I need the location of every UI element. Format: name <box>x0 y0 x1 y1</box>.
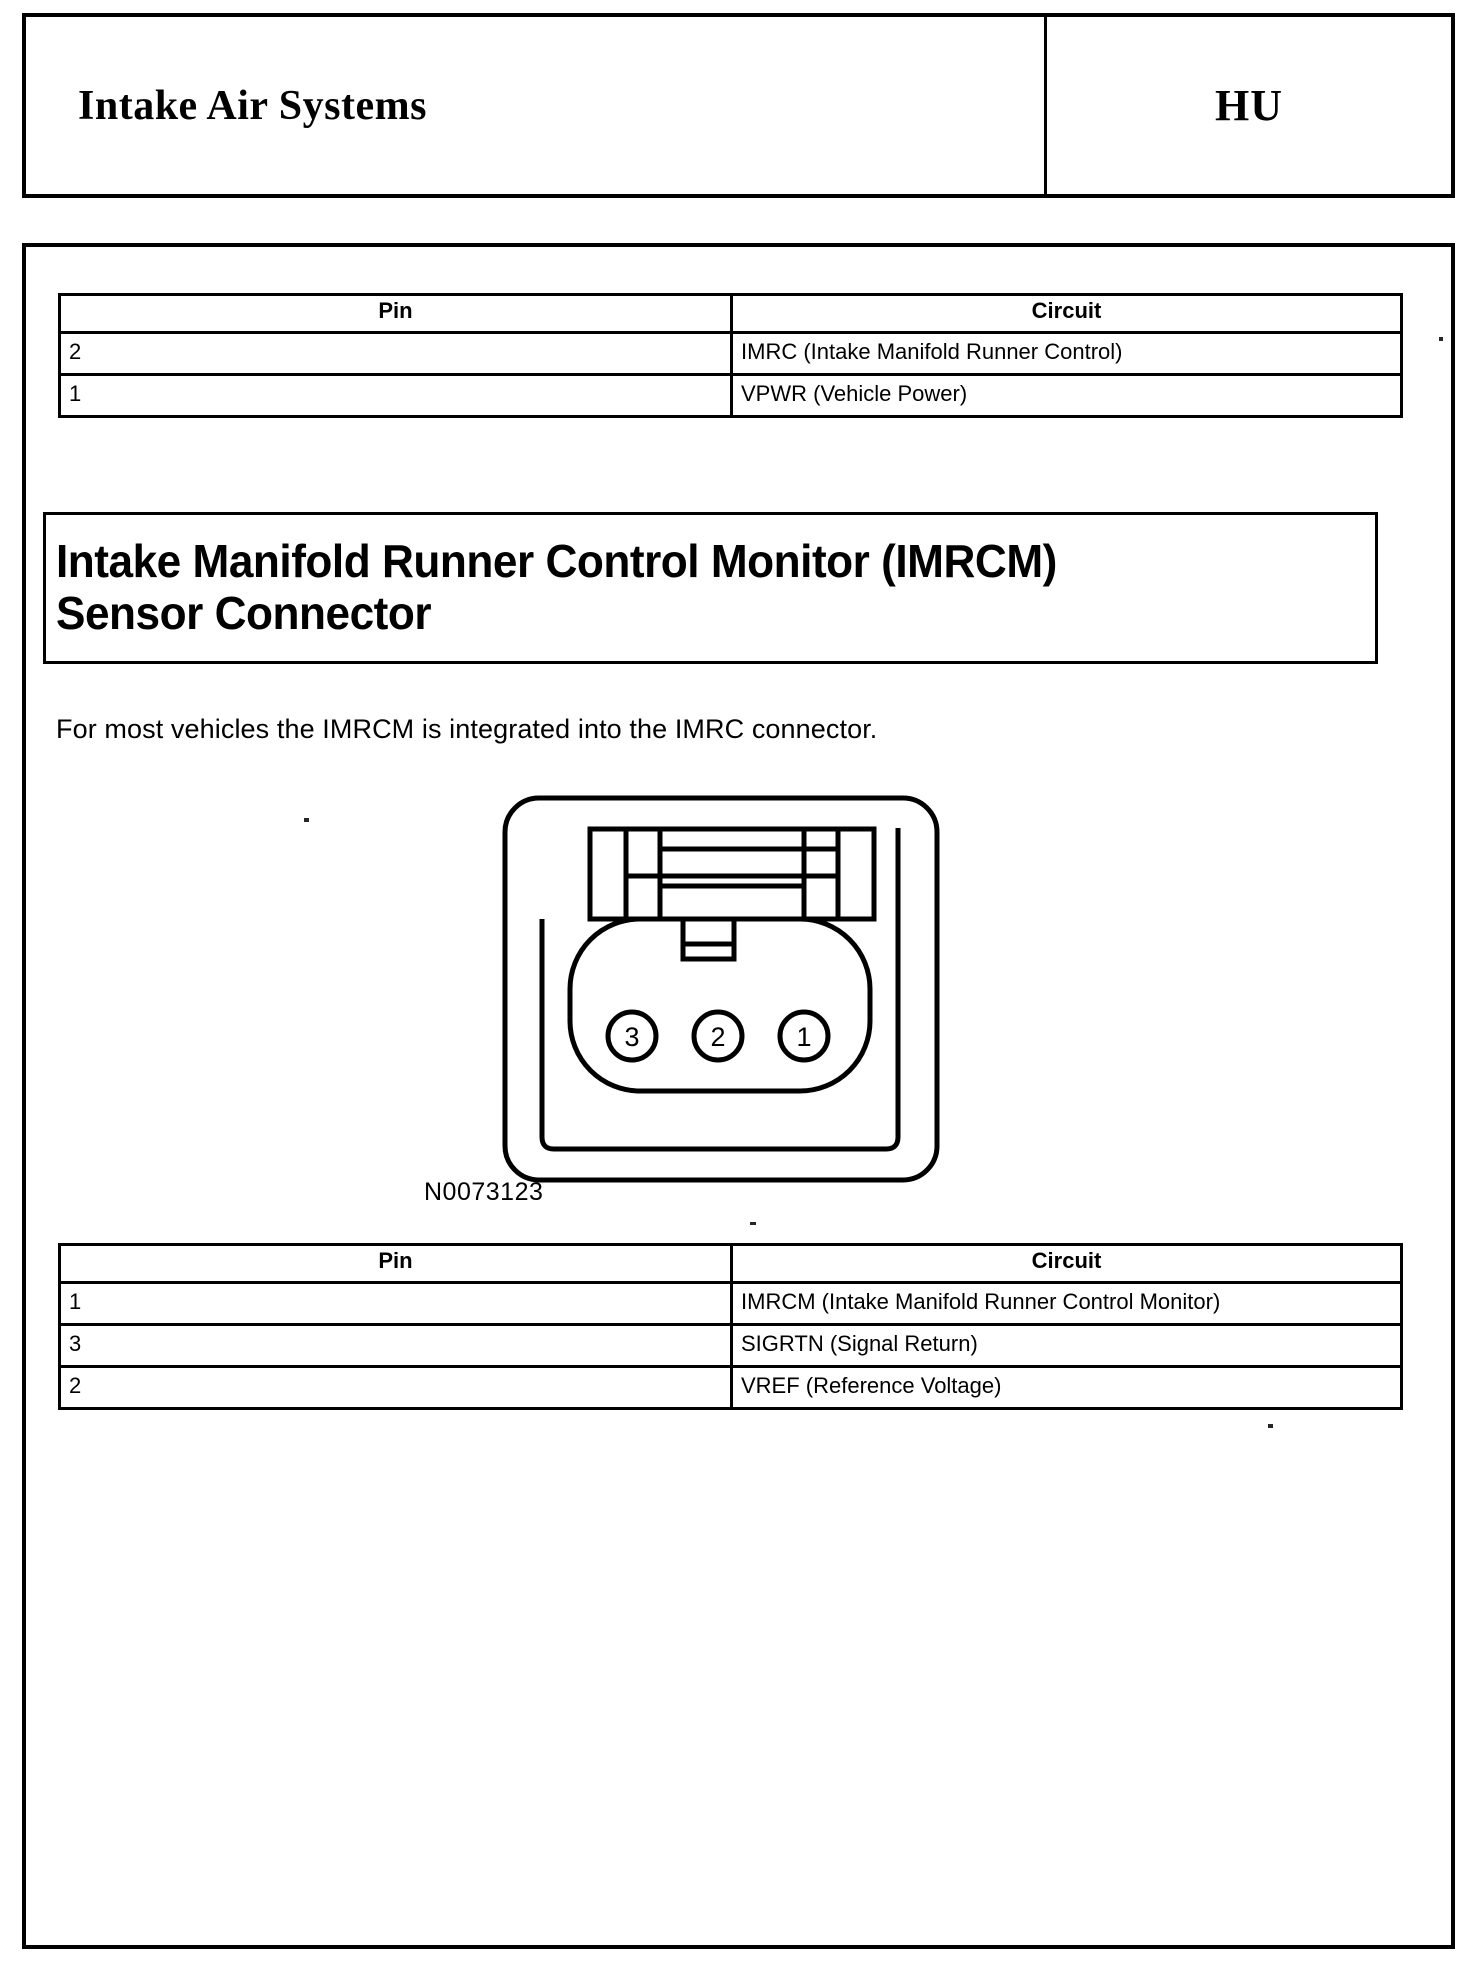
section-heading-line-1: Intake Manifold Runner Control Monitor (… <box>56 535 1057 588</box>
table-row: 3 SIGRTN (Signal Return) <box>58 1323 1403 1368</box>
connector-diagram: 3 2 1 <box>486 786 956 1206</box>
cell-pin: 1 <box>58 1281 733 1326</box>
header-code-cell: HU <box>1047 17 1451 194</box>
pin-cavity-3 <box>605 1009 659 1063</box>
section-heading-line-2: Sensor Connector <box>56 587 432 639</box>
connector-outer-shell <box>502 795 940 1183</box>
terminal-cavity-plate <box>567 916 873 1094</box>
column-header-pin: Pin <box>58 293 733 334</box>
cell-pin: 2 <box>58 331 733 376</box>
page-header: Intake Air Systems HU <box>22 13 1455 198</box>
pin-table-imrc: Pin Circuit 2 IMRC (Intake Manifold Runn… <box>58 293 1403 418</box>
pin-label-3: 3 <box>624 1022 639 1052</box>
table-row: 2 IMRC (Intake Manifold Runner Control) <box>58 331 1403 376</box>
cell-circuit: VREF (Reference Voltage) <box>730 1365 1403 1410</box>
header-title-cell: Intake Air Systems <box>26 17 1047 194</box>
cell-pin: 3 <box>58 1323 733 1368</box>
table-header-row: Pin Circuit <box>58 1243 1403 1284</box>
column-header-pin: Pin <box>58 1243 733 1284</box>
cell-pin: 1 <box>58 373 733 418</box>
pin-cavity-2 <box>691 1009 745 1063</box>
column-header-circuit: Circuit <box>730 293 1403 334</box>
page-title: Intake Air Systems <box>78 82 427 129</box>
cell-circuit: IMRC (Intake Manifold Runner Control) <box>730 331 1403 376</box>
connector-face-svg: 3 2 1 <box>502 795 940 1183</box>
pin-table-imrcm: Pin Circuit 1 IMRCM (Intake Manifold Run… <box>58 1243 1403 1410</box>
cell-pin: 2 <box>58 1365 733 1410</box>
section-code-badge: HU <box>1215 81 1283 130</box>
scan-speckle <box>750 1222 756 1225</box>
connector-inner-skirt <box>539 828 901 1152</box>
cell-circuit: VPWR (Vehicle Power) <box>730 373 1403 418</box>
table-row: 2 VREF (Reference Voltage) <box>58 1365 1403 1410</box>
section-heading: Intake Manifold Runner Control Monitor (… <box>56 536 1057 639</box>
page-content-border <box>22 243 1455 1949</box>
latch-outer-frame <box>587 826 877 922</box>
scan-speckle <box>1439 337 1443 341</box>
pin-label-2: 2 <box>710 1022 725 1052</box>
column-header-circuit: Circuit <box>730 1243 1403 1284</box>
table-header-row: Pin Circuit <box>58 293 1403 334</box>
scan-speckle <box>304 818 309 822</box>
pin-cavity-1 <box>777 1009 831 1063</box>
cell-circuit: IMRCM (Intake Manifold Runner Control Mo… <box>730 1281 1403 1326</box>
section-heading-box: Intake Manifold Runner Control Monitor (… <box>43 512 1378 664</box>
cell-circuit: SIGRTN (Signal Return) <box>730 1323 1403 1368</box>
pin-label-1: 1 <box>796 1022 811 1052</box>
scan-speckle <box>1268 1424 1273 1428</box>
table-row: 1 VPWR (Vehicle Power) <box>58 373 1403 418</box>
section-intro-paragraph: For most vehicles the IMRCM is integrate… <box>56 714 878 744</box>
keying-tab <box>680 919 737 962</box>
figure-reference-number: N0073123 <box>424 1178 544 1206</box>
table-row: 1 IMRCM (Intake Manifold Runner Control … <box>58 1281 1403 1326</box>
